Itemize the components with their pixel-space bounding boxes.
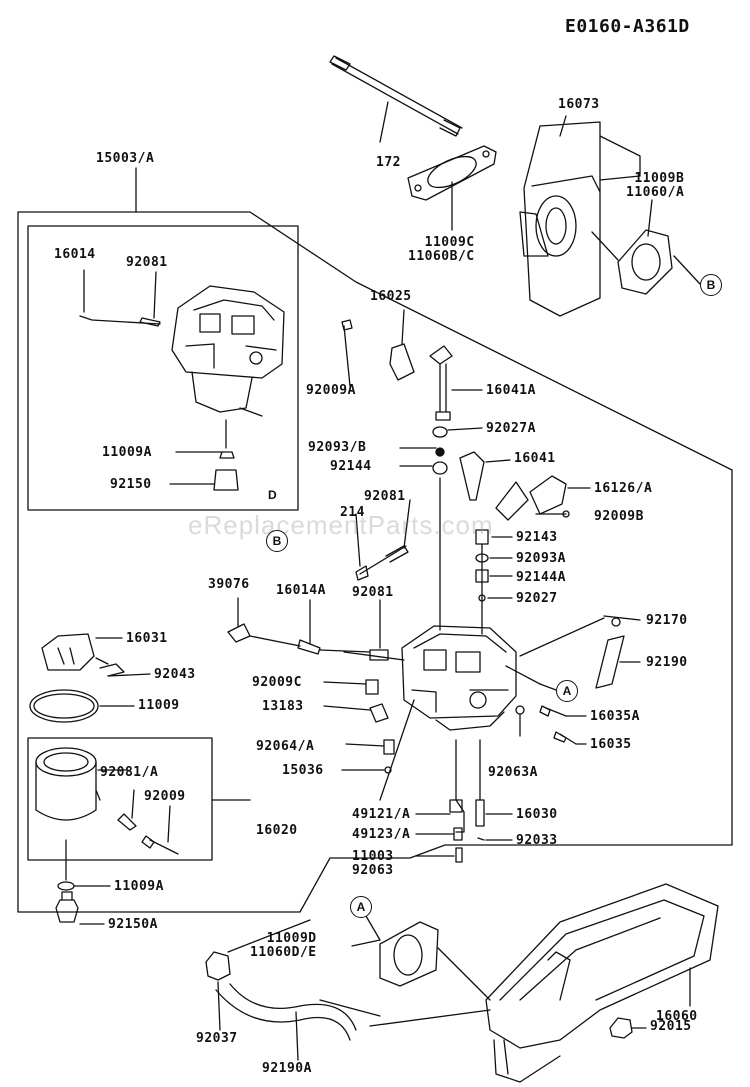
- part-label-15003a: 15003/A: [96, 151, 155, 166]
- part-label-92064a: 92064/A: [256, 739, 315, 754]
- inset-d-box: [27, 225, 299, 511]
- part-label-172: 172: [376, 155, 401, 170]
- oring-11009: [29, 689, 99, 723]
- part-label-92009: 92009: [144, 789, 186, 804]
- document-code: E0160-A361D: [565, 16, 690, 37]
- part-label-214: 214: [340, 505, 365, 520]
- part-label-11009d-11060de: 11009D 11060D/E: [250, 931, 317, 960]
- part-label-92190a: 92190A: [262, 1061, 312, 1076]
- ref-marker-a-bottom: A: [350, 896, 372, 918]
- part-label-16025: 16025: [370, 289, 412, 304]
- part-label-92037: 92037: [196, 1031, 238, 1046]
- gasket-11009b: [617, 229, 673, 295]
- part-label-13183: 13183: [262, 699, 304, 714]
- part-label-92063: 92063: [352, 863, 394, 878]
- part-label-92009a: 92009A: [306, 383, 356, 398]
- assembly-boundary: [17, 211, 733, 913]
- part-label-92043: 92043: [154, 667, 196, 682]
- float-bracket-16031: [41, 633, 95, 671]
- part-label-92150: 92150: [110, 477, 152, 492]
- choke-shaft: [459, 451, 511, 501]
- ref-marker-b-top: B: [700, 274, 722, 296]
- part-label-16035a: 16035A: [590, 709, 640, 724]
- part-label-16014a: 16014A: [276, 583, 326, 598]
- part-label-16031: 16031: [126, 631, 168, 646]
- part-label-92081-inset: 92081: [126, 255, 168, 270]
- part-label-92027: 92027: [516, 591, 558, 606]
- part-label-16073: 16073: [558, 97, 600, 112]
- part-label-39076: 39076: [208, 577, 250, 592]
- part-label-92150a: 92150A: [108, 917, 158, 932]
- part-label-92093b: 92093/B: [308, 440, 367, 455]
- intake-16073: [519, 121, 641, 317]
- sub-box-16020: [27, 737, 213, 861]
- float-bowl: [35, 747, 101, 821]
- part-label-92170: 92170: [646, 613, 688, 628]
- part-label-16041: 16041: [514, 451, 556, 466]
- part-label-11009a-inset: 11009A: [102, 445, 152, 460]
- part-label-11003: 11003: [352, 849, 394, 864]
- part-label-11009c-11060bc: 11009C 11060B/C: [408, 235, 475, 264]
- part-label-92009b: 92009B: [594, 509, 644, 524]
- watermark-text: eReplacementParts.com: [188, 510, 494, 540]
- drain-screw-92150a: [55, 891, 79, 923]
- part-label-16020: 16020: [256, 823, 298, 838]
- part-label-92033: 92033: [516, 833, 558, 848]
- part-label-16030: 16030: [516, 807, 558, 822]
- part-label-92143: 92143: [516, 530, 558, 545]
- nut-92015: [609, 1017, 633, 1039]
- part-label-16014: 16014: [54, 247, 96, 262]
- part-label-49123a: 49123/A: [352, 827, 411, 842]
- ref-marker-a-right: A: [556, 680, 578, 702]
- main-carburetor: [401, 625, 541, 731]
- air-cleaner-16060: [485, 883, 719, 1083]
- stud-172: [329, 55, 463, 137]
- part-label-92190: 92190: [646, 655, 688, 670]
- part-label-16126a: 16126/A: [594, 481, 653, 496]
- part-label-92144a: 92144A: [516, 570, 566, 585]
- part-label-92009c: 92009C: [252, 675, 302, 690]
- part-label-92081-mid: 92081: [364, 489, 406, 504]
- part-label-16041a: 16041A: [486, 383, 536, 398]
- part-label-92081-low: 92081: [352, 585, 394, 600]
- part-label-49121a: 49121/A: [352, 807, 411, 822]
- part-label-92093a: 92093A: [516, 551, 566, 566]
- part-label-15036: 15036: [282, 763, 324, 778]
- inset-carburetor: [171, 285, 285, 417]
- throttle-shaft: [429, 345, 453, 421]
- gasket-11009c: [407, 145, 497, 201]
- part-label-92027a: 92027A: [486, 421, 536, 436]
- part-label-11009b-11060a: 11009B 11060/A: [626, 171, 685, 200]
- part-label-16060: 16060: [656, 1009, 698, 1024]
- inset-label-d: D: [268, 488, 277, 502]
- part-label-11009: 11009: [138, 698, 180, 713]
- part-label-92081a: 92081/A: [100, 765, 159, 780]
- part-label-16035: 16035: [590, 737, 632, 752]
- ref-marker-b-mid: B: [266, 530, 288, 552]
- part-label-92063a: 92063A: [488, 765, 538, 780]
- part-label-92144: 92144: [330, 459, 372, 474]
- hose-92190a: [215, 989, 351, 1041]
- gasket-11009d: [379, 921, 439, 987]
- part-label-92015: 92015: [650, 1019, 692, 1034]
- part-label-11009a-low: 11009A: [114, 879, 164, 894]
